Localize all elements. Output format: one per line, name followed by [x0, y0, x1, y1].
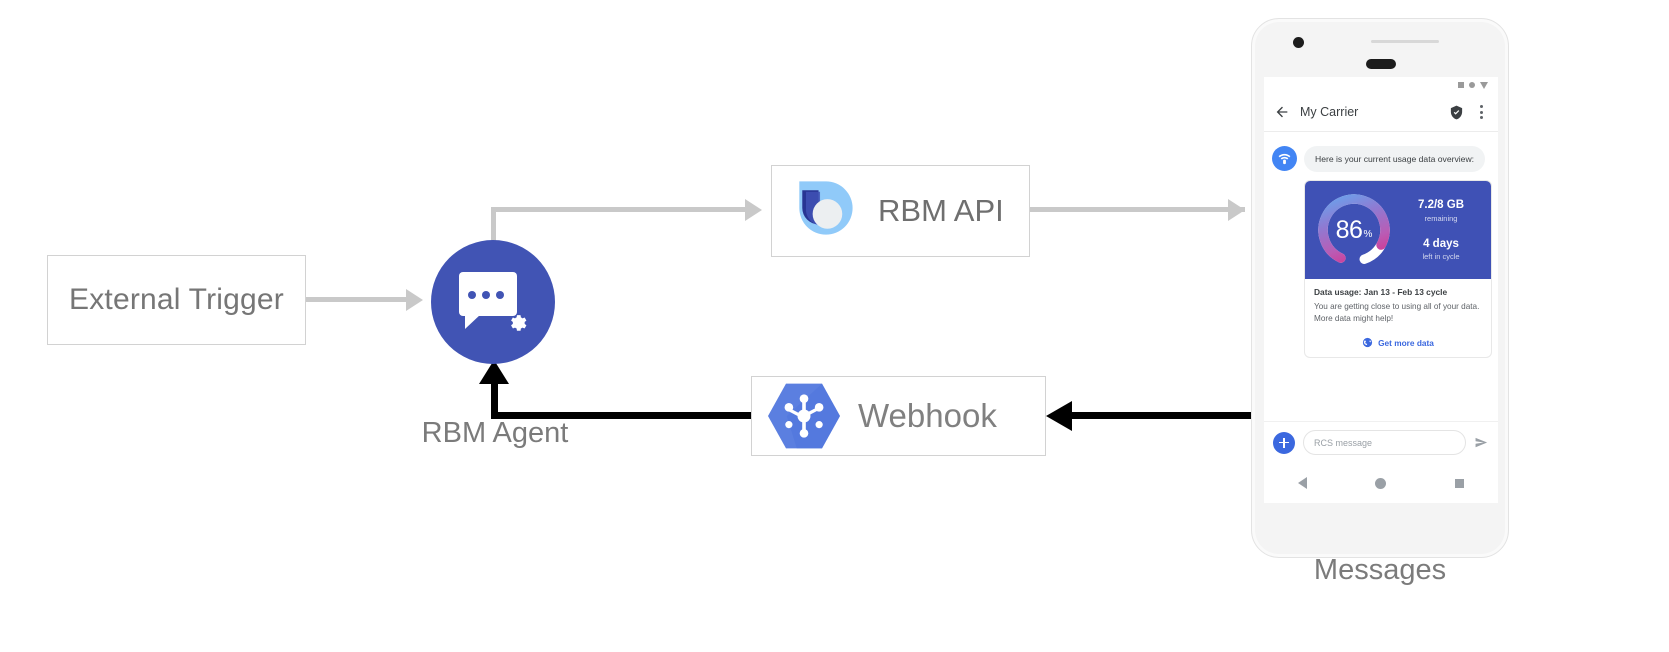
- phone-speaker: [1366, 59, 1396, 69]
- node-external-trigger[interactable]: External Trigger: [47, 255, 306, 345]
- messages-caption: Messages: [1313, 554, 1447, 586]
- nav-recents-icon[interactable]: [1454, 478, 1464, 488]
- phone-screen: My Carrier: [1264, 77, 1498, 503]
- carrier-wifi-avatar-icon: [1272, 146, 1297, 171]
- battery-triangle-icon: [1480, 81, 1488, 89]
- rich-card-title: Data usage: Jan 13 - Feb 13 cycle: [1314, 287, 1448, 298]
- node-rbm-agent[interactable]: [431, 240, 555, 364]
- arrowhead-trigger-to-agent: [406, 289, 423, 311]
- incoming-message-bubble: Here is your current usage data overview…: [1304, 146, 1486, 173]
- phone-camera-icon: [1293, 37, 1304, 48]
- webhook-hexagon-icon: [768, 383, 840, 449]
- overflow-menu-icon[interactable]: [1474, 105, 1488, 119]
- message-row-incoming: Here is your current usage data overview…: [1272, 146, 1490, 173]
- rbm-api-label: RBM API: [878, 193, 1004, 228]
- rich-card-hero-stats: 7.2/8 GB remaining 4 days left in cycle: [1397, 198, 1491, 262]
- data-remaining-label: remaining: [1424, 213, 1458, 223]
- back-arrow-icon[interactable]: [1274, 104, 1290, 120]
- days-left-value: 4 days: [1423, 237, 1459, 250]
- usage-gauge: 86 %: [1311, 187, 1397, 273]
- rbm-api-logo-icon: [793, 181, 853, 235]
- app-bar: My Carrier: [1264, 93, 1498, 132]
- wifi-dot-icon: [1469, 82, 1475, 88]
- get-more-data-label: Get more data: [1378, 337, 1434, 348]
- rich-card-description: You are getting close to using all of yo…: [1314, 302, 1480, 324]
- send-icon[interactable]: [1474, 435, 1489, 450]
- chat-gear-icon: [459, 272, 517, 329]
- phone-mockup: My Carrier: [1251, 18, 1509, 558]
- status-bar: [1264, 77, 1498, 93]
- nav-home-icon[interactable]: [1375, 477, 1387, 489]
- days-left-label: left in cycle: [1422, 252, 1460, 262]
- app-bar-title: My Carrier: [1300, 105, 1359, 119]
- arrowhead-webhook-to-agent: [479, 360, 509, 384]
- gauge-value: 86: [1335, 215, 1363, 244]
- connector-agent-to-api: [491, 207, 745, 212]
- connector-agent-up: [491, 207, 496, 252]
- connector-phone-to-webhook: [1072, 412, 1257, 419]
- arrowhead-phone-to-webhook: [1046, 401, 1072, 431]
- android-nav-bar: [1264, 463, 1498, 503]
- connector-trigger-to-agent: [306, 297, 406, 302]
- gear-icon: [511, 315, 527, 331]
- globe-icon: [1363, 338, 1373, 348]
- rbm-agent-caption: RBM Agent: [421, 417, 569, 449]
- rcs-message-input[interactable]: RCS message: [1303, 430, 1466, 455]
- rich-card[interactable]: 86 % 7.2/8 GB remaining 4 days left in c…: [1304, 180, 1492, 359]
- conversation-area: Here is your current usage data overview…: [1264, 132, 1498, 450]
- get-more-data-button[interactable]: Get more data: [1305, 329, 1491, 357]
- webhook-label: Webhook: [858, 397, 997, 434]
- node-webhook[interactable]: Webhook: [751, 376, 1046, 456]
- verified-shield-icon: [1450, 105, 1463, 119]
- connector-api-to-phone: [1030, 207, 1245, 212]
- connector-webhook-to-agent-vertical: [491, 382, 498, 418]
- gauge-unit: %: [1363, 228, 1373, 240]
- message-composer: RCS message: [1264, 421, 1498, 463]
- node-rbm-api[interactable]: RBM API: [771, 165, 1030, 257]
- rich-card-hero: 86 % 7.2/8 GB remaining 4 days left in c…: [1305, 181, 1491, 280]
- gauge-center-label: 86 %: [1311, 187, 1397, 273]
- arrowhead-api-to-phone: [1228, 199, 1245, 221]
- arrowhead-agent-to-api: [745, 199, 762, 221]
- data-remaining-value: 7.2/8 GB: [1417, 199, 1465, 212]
- connector-webhook-to-agent: [491, 412, 753, 419]
- chat-dots-icon: [468, 291, 504, 299]
- external-trigger-label: External Trigger: [69, 283, 284, 316]
- nav-back-icon[interactable]: [1298, 477, 1308, 489]
- rich-card-body: Data usage: Jan 13 - Feb 13 cycle You ar…: [1305, 279, 1491, 329]
- signal-square-icon: [1458, 82, 1464, 88]
- phone-earpiece: [1371, 40, 1439, 43]
- plus-button-icon[interactable]: [1273, 431, 1295, 454]
